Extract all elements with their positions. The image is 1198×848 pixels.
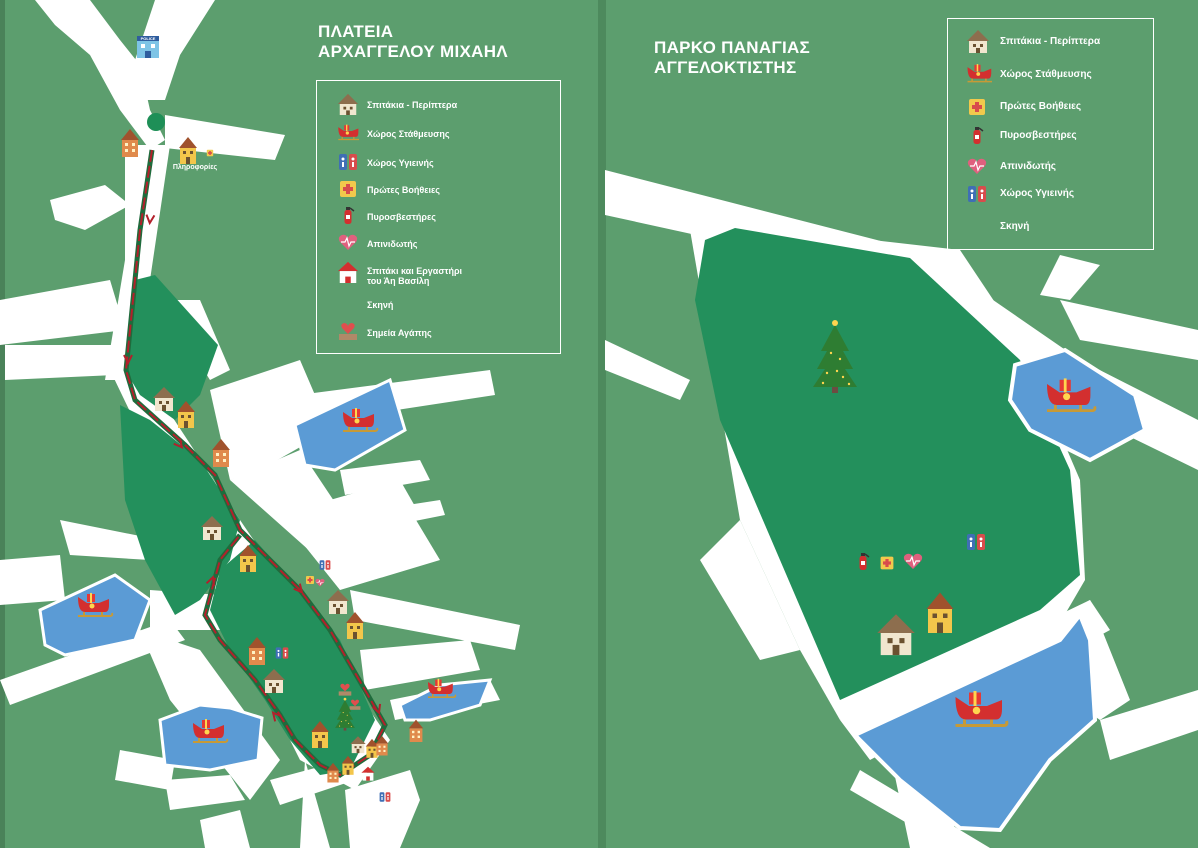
cottage-icon <box>967 30 989 53</box>
police-station-icon[interactable]: POLICE <box>137 36 159 58</box>
defibrillator-icon <box>338 234 358 251</box>
legend-item-cottages: Σπιτάκια - Περίπτερα <box>317 93 560 117</box>
police-station-label: Αστυνομικός Σταθμός <box>126 72 170 87</box>
love-point-icon <box>339 323 357 340</box>
legend-item-love-points: Σημεία Αγάπης <box>317 321 560 345</box>
right-title-line-2: ΑΓΓΕΛΟΚΤΙΣΤΗΣ <box>654 58 797 77</box>
left-legend: Σπιτάκια - Περίπτερα Χώρος Στάθμευσης Χώ… <box>316 80 561 354</box>
legend-item-extinguishers: Πυροσβεστήρες <box>317 205 560 229</box>
legend-item-santa-house: Σπιτάκι και Εργαστήρι του Άη Βασίλη <box>317 261 560 291</box>
legend-item-defibrillator: Απινιδωτής <box>317 232 560 256</box>
legend-item-parking: Χώρος Στάθμευσης <box>948 62 1153 86</box>
toilet-icon <box>339 154 357 170</box>
defibrillator-icon <box>967 158 987 175</box>
page-gutter <box>598 0 606 848</box>
right-page-title: ΠΑΡΚΟ ΠΑΝΑΓΙΑΣ ΑΓΓΕΛΟΚΤΙΣΤΗΣ <box>654 38 810 78</box>
legend-item-extinguishers: Πυροσβεστήρες <box>948 125 1153 149</box>
police-sign-label: POLICE <box>141 36 156 41</box>
legend-item-first-aid: Πρώτες Βοήθειες <box>317 178 560 202</box>
left-parks <box>120 275 375 775</box>
sleigh-parking-icon <box>966 63 992 83</box>
cottage-icon <box>337 93 359 115</box>
santa-house-icon <box>337 261 359 283</box>
first-aid-icon[interactable] <box>306 576 314 584</box>
festival-route <box>123 149 388 778</box>
first-aid-icon <box>340 181 356 197</box>
legend-item-first-aid: Πρώτες Βοήθειες <box>948 96 1153 120</box>
first-aid-icon[interactable] <box>880 556 894 570</box>
left-title-line-2: ΑΡΧΑΓΓΕΛΟΥ ΜΙΧΑΗΛ <box>318 42 508 61</box>
legend-item-stage: Σκηνή <box>317 293 560 317</box>
legend-item-stage: Σκηνή <box>948 214 1153 238</box>
left-page-title: ΠΛΑΤΕΙΑ ΑΡΧΑΓΓΕΛΟΥ ΜΙΧΑΗΛ <box>318 22 508 62</box>
fire-extinguisher-icon <box>343 206 355 225</box>
legend-item-cottages: Σπιτάκια - Περίπτερα <box>948 29 1153 53</box>
legend-item-defibrillator: Απινιδωτής <box>948 156 1153 180</box>
stage-icon <box>337 293 359 315</box>
stage-icon <box>966 214 992 240</box>
fire-extinguisher-icon <box>972 126 984 145</box>
legend-item-toilets: Χώρος Υγιεινής <box>317 151 560 175</box>
right-park <box>695 228 1080 700</box>
left-title-line-1: ΠΛΑΤΕΙΑ <box>318 22 394 41</box>
right-legend: Σπιτάκια - Περίπτερα Χώρος Στάθμευσης Πρ… <box>947 18 1154 250</box>
info-point-label: Πληροφορίες <box>172 164 218 171</box>
legend-item-toilets: Χώρος Υγιεινής <box>948 183 1153 207</box>
right-title-line-1: ΠΑΡΚΟ ΠΑΝΑΓΙΑΣ <box>654 38 811 57</box>
toilet-icon <box>968 186 986 202</box>
sleigh-parking-icon <box>337 123 359 141</box>
first-aid-icon <box>969 99 985 115</box>
legend-item-parking: Χώρος Στάθμευσης <box>317 122 560 146</box>
